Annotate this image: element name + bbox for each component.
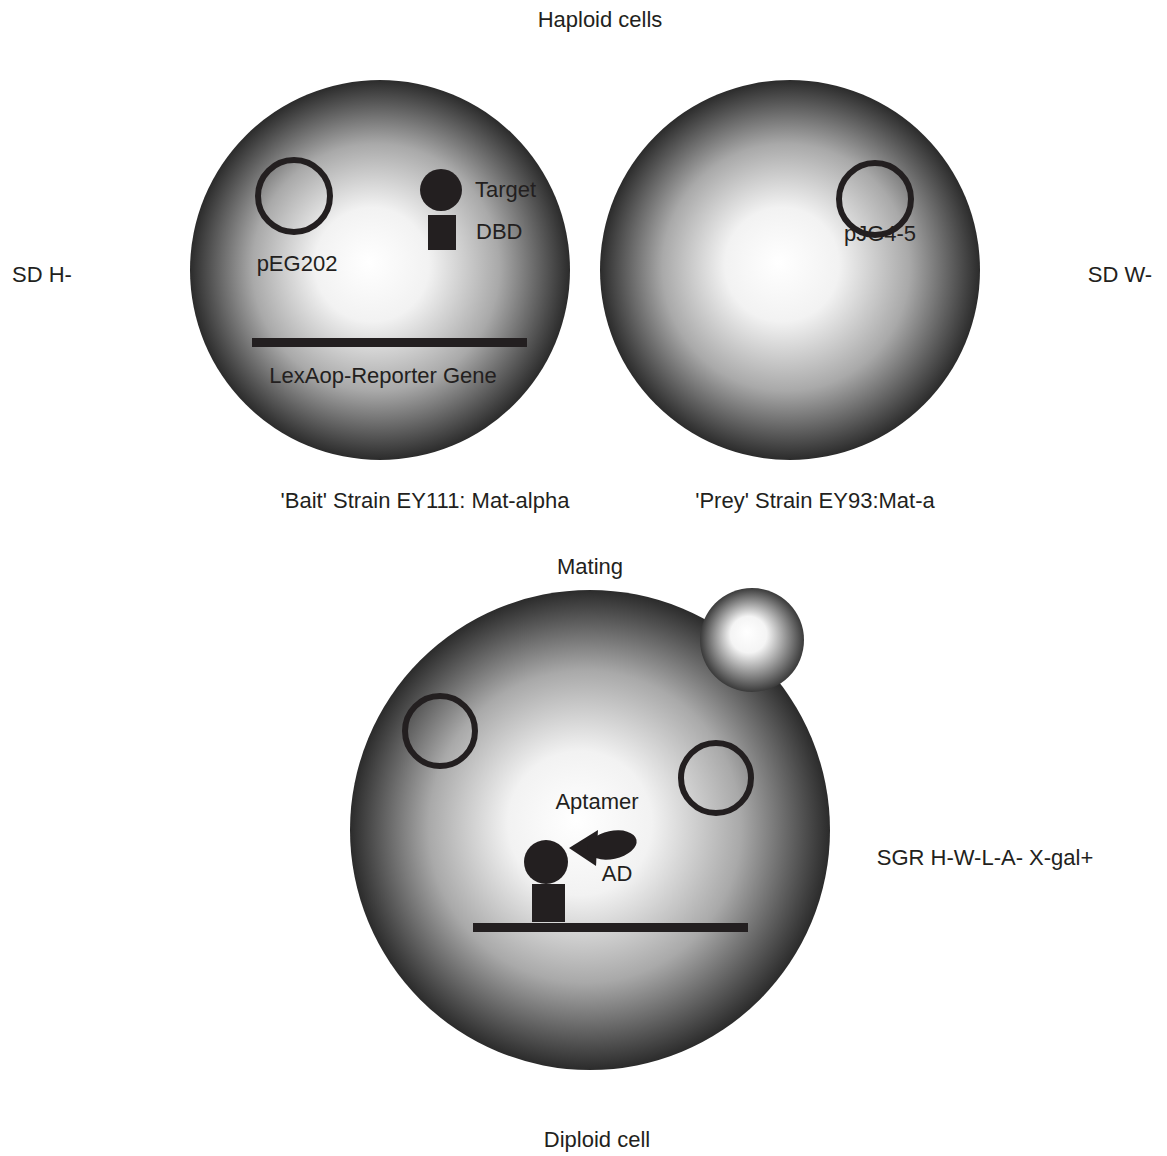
activation-domain (585, 826, 640, 864)
cell-outline (350, 590, 830, 1070)
reporter-gene-bar (473, 923, 748, 932)
yeast-bud (700, 588, 804, 692)
cell-outline (600, 80, 980, 460)
cell: pEG202TargetDBDLexAop-Reporter Gene'Bait… (190, 80, 570, 460)
cell-label: DBD (476, 220, 522, 244)
dna-binding-domain (532, 884, 565, 922)
annotation-label: SD W- (1088, 263, 1152, 287)
plasmid-ring (258, 160, 330, 232)
cell-label: Target (475, 178, 536, 202)
annotation-label: Haploid cells (538, 8, 663, 32)
cell-label: 'Prey' Strain EY93:Mat-a (695, 489, 935, 513)
annotation-label: Mating (557, 555, 623, 579)
annotation-label: SGR H-W-L-A- X-gal+ (877, 846, 1094, 870)
dna-binding-domain (428, 215, 456, 250)
cell-label: AD (602, 862, 633, 886)
cell-label: 'Bait' Strain EY111: Mat-alpha (281, 489, 570, 513)
reporter-gene-bar (252, 338, 527, 347)
cell-outline (190, 80, 570, 460)
annotation-label: Diploid cell (544, 1128, 650, 1152)
target-protein (524, 840, 568, 884)
annotation-label: SD H- (12, 263, 72, 287)
cell-body (600, 80, 980, 460)
cell-label: LexAop-Reporter Gene (269, 364, 496, 388)
cell-label: Aptamer (555, 790, 638, 814)
cell: AptamerAD (350, 590, 830, 1070)
cell-label: pEG202 (257, 252, 338, 276)
cell: pJG4-5'Prey' Strain EY93:Mat-a (600, 80, 980, 460)
cell-label: pJG4-5 (844, 222, 916, 246)
plasmid-ring (405, 696, 475, 766)
target-protein (420, 169, 462, 211)
cell-body (190, 80, 570, 460)
plasmid-ring (681, 743, 751, 813)
